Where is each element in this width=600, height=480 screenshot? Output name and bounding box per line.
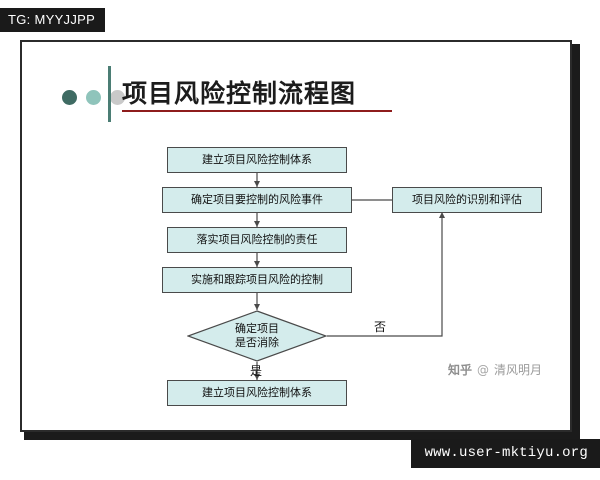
decision-label-line1: 确定项目: [235, 321, 279, 335]
decision-label-line2: 是否消除: [235, 336, 279, 349]
flow-node-risk-identification-evaluation[interactable]: 项目风险的识别和评估: [392, 187, 542, 213]
flow-node-implement-track-control[interactable]: 实施和跟踪项目风险的控制: [162, 267, 352, 293]
url-overlay-label: www.user-mktiyu.org: [410, 439, 600, 468]
zhihu-watermark: 知乎 @ 清风明月: [448, 361, 542, 378]
header-dot-2: [86, 90, 101, 105]
title-underline: [122, 110, 392, 112]
page-title: 项目风险控制流程图: [122, 79, 357, 108]
flow-node-establish-system-top[interactable]: 建立项目风险控制体系: [167, 147, 347, 173]
flow-node-assign-responsibility[interactable]: 落实项目风险控制的责任: [167, 227, 347, 253]
diamond-shape-icon: [187, 310, 327, 362]
watermark-author: 清风明月: [493, 363, 542, 377]
edge-label-no: 否: [374, 320, 387, 334]
flow-node-establish-system-bottom[interactable]: 建立项目风险控制体系: [167, 380, 347, 406]
header-dot-group: [62, 90, 125, 105]
header-dot-1: [62, 90, 77, 105]
header-dot-3: [110, 90, 125, 105]
title-divider-rule: [108, 66, 111, 122]
flow-connectors: [254, 173, 445, 380]
tg-tag-badge: TG: MYYJJPP: [0, 8, 106, 32]
flow-node-decision-risk-eliminated[interactable]: 确定项目 是否消除: [187, 310, 327, 362]
edge-label-yes: 是: [250, 364, 263, 378]
slide-canvas: 项目风险控制流程图 建立项目风险控制体系 确定项目要控制的风险事件 落实项目风险…: [20, 40, 572, 432]
at-symbol: @: [476, 362, 489, 377]
zhihu-logo-text: 知乎: [447, 363, 472, 377]
decision-label: 确定项目 是否消除: [187, 310, 327, 362]
flow-node-identify-risk-events[interactable]: 确定项目要控制的风险事件: [162, 187, 352, 213]
